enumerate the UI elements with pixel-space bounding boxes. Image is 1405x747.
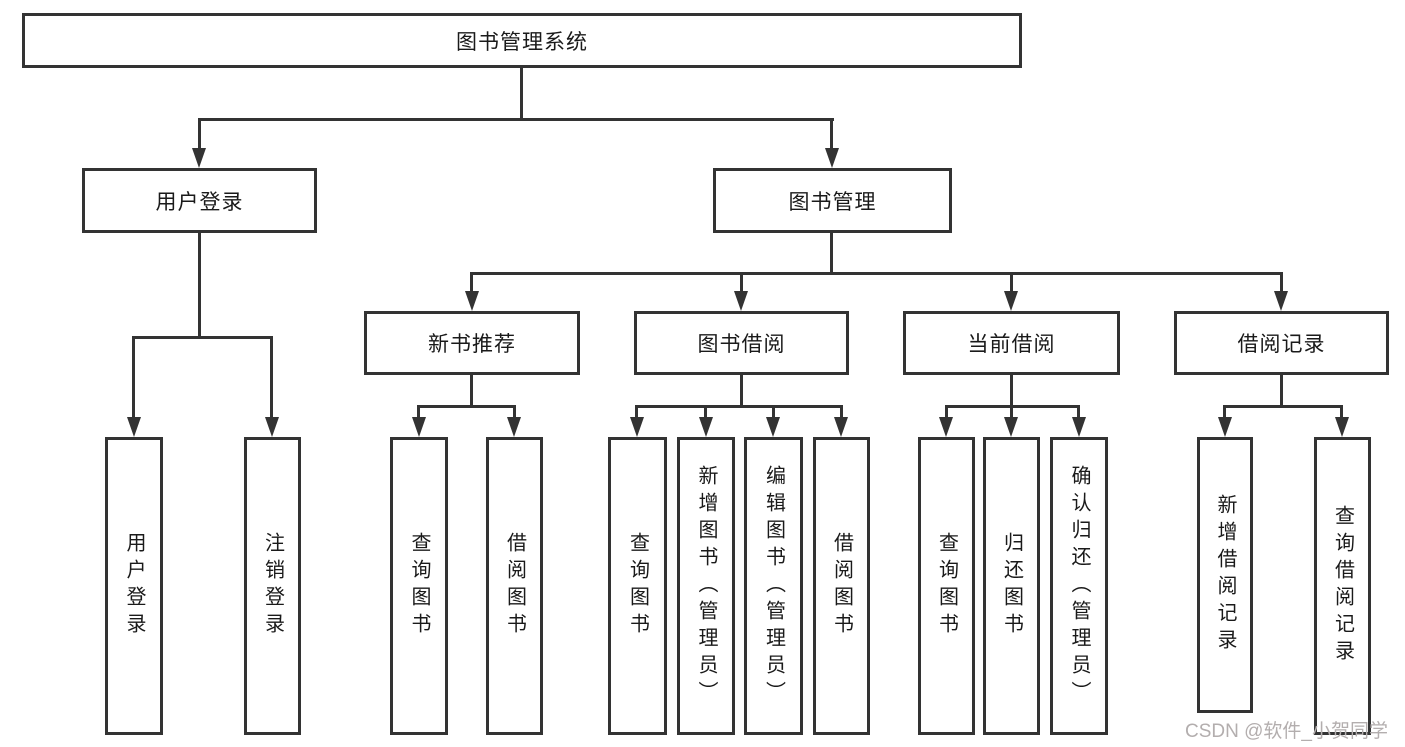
leaf-confirm-return-admin: 确认归还（管理员） — [1050, 437, 1108, 735]
arrowhead-book-borrow — [734, 291, 748, 311]
arrowhead-current-borrow — [1004, 291, 1018, 311]
arrowhead-br-add — [1218, 417, 1232, 437]
leaf-return-book: 归还图书 — [983, 437, 1040, 735]
connector-new-book-stem — [470, 375, 473, 408]
connector-current-borrow-stem — [1010, 375, 1013, 408]
connector-stem-bb-query — [635, 405, 638, 419]
arrowhead-nb-query — [412, 417, 426, 437]
csdn-watermark: CSDN @软件_小贺同学 — [1185, 721, 1388, 742]
connector-stem-book-mgmt — [830, 118, 833, 150]
connector-stem-br-add — [1223, 405, 1226, 419]
node-user-login: 用户登录 — [82, 168, 317, 233]
leaf-user-login: 用户登录 — [105, 437, 163, 735]
leaf-add-borrow-record: 新增借阅记录 — [1197, 437, 1253, 713]
leaf-add-book-admin: 新增图书（管理员） — [677, 437, 735, 735]
node-root-system: 图书管理系统 — [22, 13, 1022, 68]
leaf-borrow-borrow-book: 借阅图书 — [813, 437, 870, 735]
leaf-query-borrow-record: 查询借阅记录 — [1314, 437, 1371, 735]
connector-stem-new-book — [470, 272, 473, 293]
connector-stem-book-borrow — [740, 272, 743, 293]
leaf-current-query-book: 查询图书 — [918, 437, 975, 735]
connector-stem-leaf-logout — [270, 336, 273, 419]
connector-stem-cb-confirm — [1077, 405, 1080, 419]
connector-stem-br-query — [1340, 405, 1343, 419]
arrowhead-bb-edit — [766, 417, 780, 437]
leaf-borrow-query-book: 查询图书 — [608, 437, 667, 735]
connector-book-mgmt-bus — [470, 272, 1283, 275]
connector-root-bus — [198, 118, 834, 121]
leaf-logout: 注销登录 — [244, 437, 301, 735]
arrowhead-new-book — [465, 291, 479, 311]
arrowhead-bb-query — [630, 417, 644, 437]
connector-user-login-bus — [132, 336, 273, 339]
arrowhead-book-mgmt — [825, 148, 839, 168]
leaf-recommend-borrow-book: 借阅图书 — [486, 437, 543, 735]
arrowhead-borrow-records — [1274, 291, 1288, 311]
arrowhead-bb-borrow — [834, 417, 848, 437]
connector-stem-bb-edit — [772, 405, 775, 419]
node-book-management: 图书管理 — [713, 168, 952, 233]
connector-stem-bb-borrow — [840, 405, 843, 419]
connector-stem-nb-query — [417, 405, 420, 419]
connector-root-stem — [520, 68, 523, 118]
connector-book-mgmt-stem — [830, 233, 833, 275]
leaf-edit-book-admin: 编辑图书（管理员） — [744, 437, 803, 735]
arrowhead-leaf-login — [127, 417, 141, 437]
arrowhead-bb-add — [699, 417, 713, 437]
arrowhead-cb-return — [1004, 417, 1018, 437]
connector-stem-bb-add — [704, 405, 707, 419]
connector-user-login-stem — [198, 233, 201, 336]
arrowhead-cb-confirm — [1072, 417, 1086, 437]
connector-stem-borrow-records — [1280, 272, 1283, 293]
node-borrow-records: 借阅记录 — [1174, 311, 1389, 375]
arrowhead-br-query — [1335, 417, 1349, 437]
node-new-book-recommend: 新书推荐 — [364, 311, 580, 375]
arrowhead-cb-query — [939, 417, 953, 437]
connector-borrow-records-stem — [1280, 375, 1283, 408]
arrowhead-nb-borrow — [507, 417, 521, 437]
connector-new-book-bus — [417, 405, 516, 408]
node-current-borrow: 当前借阅 — [903, 311, 1120, 375]
connector-stem-leaf-login — [132, 336, 135, 419]
connector-stem-cb-query — [945, 405, 948, 419]
connector-stem-cb-return — [1010, 405, 1013, 419]
connector-stem-user-login — [198, 118, 201, 150]
connector-stem-nb-borrow — [513, 405, 516, 419]
leaf-recommend-query-book: 查询图书 — [390, 437, 448, 735]
connector-book-borrow-stem — [740, 375, 743, 408]
connector-borrow-records-bus — [1223, 405, 1343, 408]
connector-book-borrow-bus — [636, 405, 843, 408]
node-book-borrow: 图书借阅 — [634, 311, 849, 375]
arrowhead-leaf-logout — [265, 417, 279, 437]
connector-stem-current-borrow — [1010, 272, 1013, 293]
arrowhead-user-login — [192, 148, 206, 168]
